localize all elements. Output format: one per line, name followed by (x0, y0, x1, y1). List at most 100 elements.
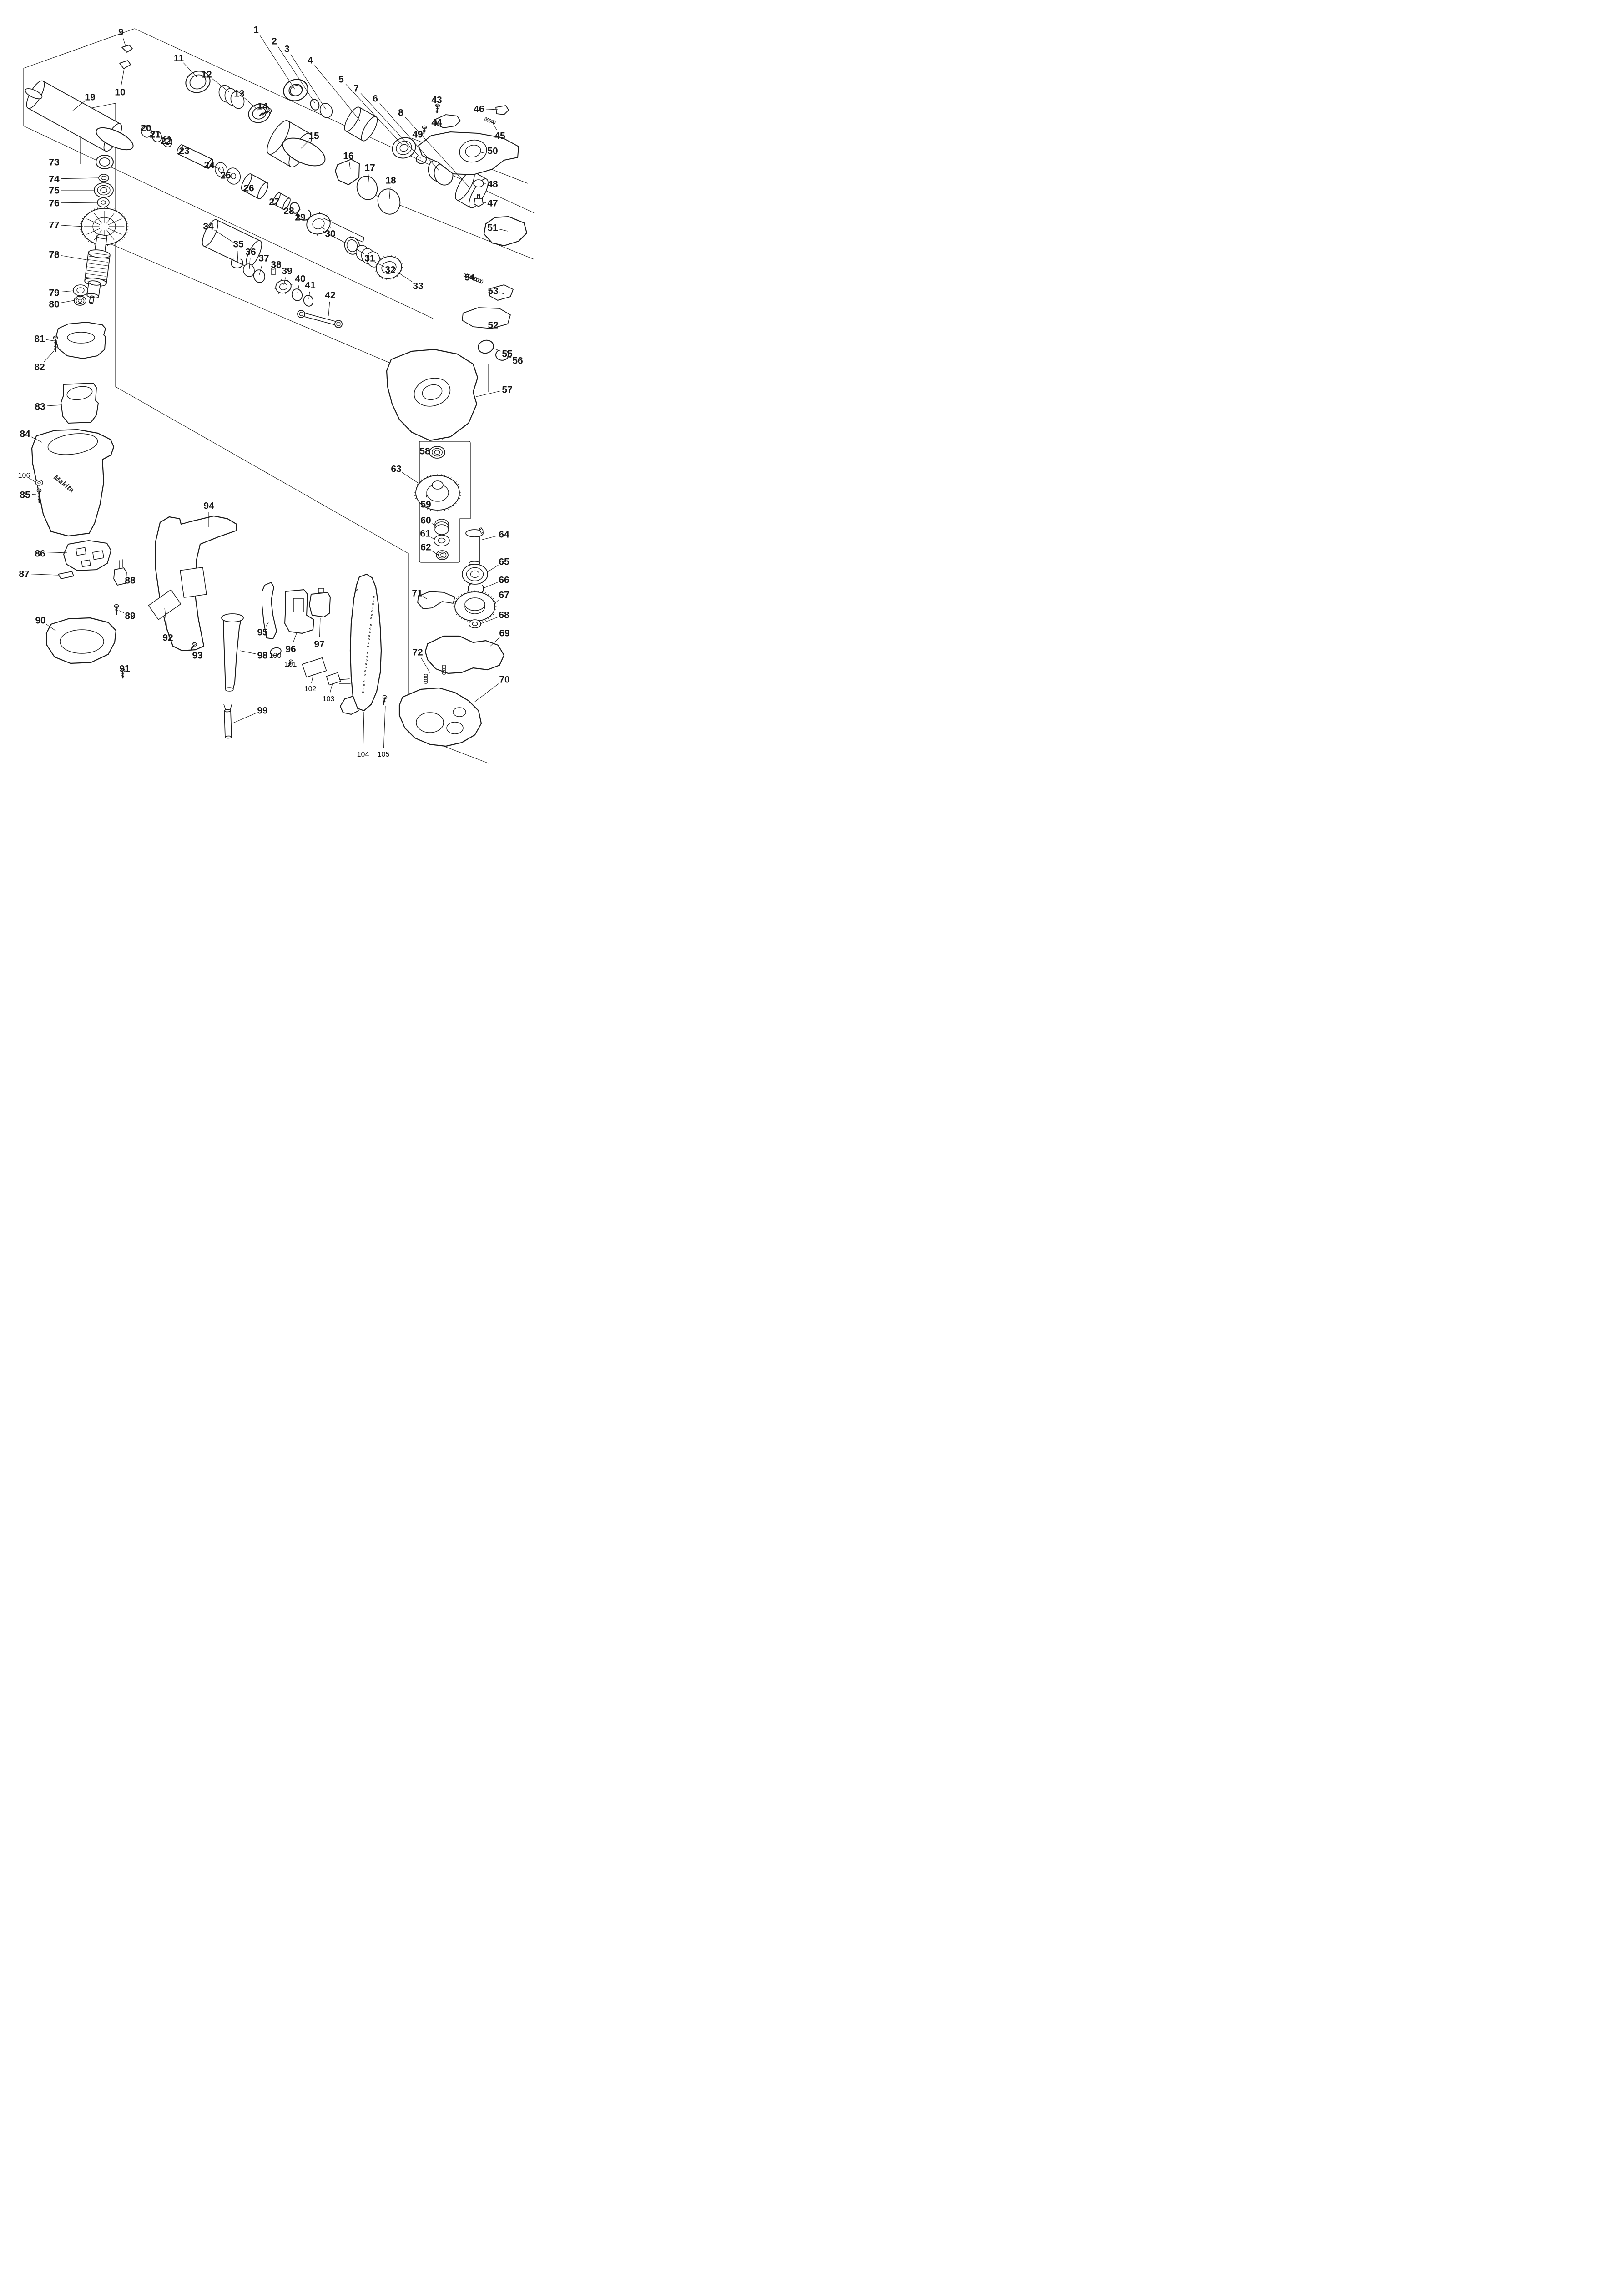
part-ellipse (299, 312, 303, 316)
part-number-label: 93 (192, 651, 202, 661)
part-outline (424, 635, 505, 674)
part-ellipse (424, 681, 428, 684)
leader-line (277, 46, 315, 103)
part-number-label: 24 (204, 160, 215, 171)
part-ellipse (89, 302, 93, 304)
part-ellipse (486, 118, 489, 122)
callout-106: 106 (18, 472, 36, 483)
part-number-label: 19 (85, 92, 95, 103)
part-number-label: 86 (35, 549, 45, 559)
leader-line (259, 264, 262, 275)
leader-line (266, 622, 269, 627)
part-number-label: 89 (125, 611, 135, 622)
part-ellipse (141, 125, 152, 138)
leader-line (183, 62, 197, 78)
part-ring (434, 535, 450, 546)
callout-39: 39 (282, 266, 293, 285)
part-ellipse (346, 239, 358, 252)
part-number-label: 47 (487, 198, 498, 209)
part-number-label: 106 (18, 472, 30, 480)
part-ellipse (241, 173, 252, 191)
callout-68: 68 (480, 610, 509, 624)
part-poly (63, 540, 111, 571)
callout-83: 83 (35, 402, 62, 412)
callout-104: 104 (357, 712, 369, 758)
part-ring (303, 295, 314, 307)
fold-line (23, 126, 434, 319)
part-number-label: 79 (49, 288, 59, 298)
part-number-label: 63 (391, 464, 401, 475)
part-number-label: 76 (49, 198, 59, 209)
part-ellipse (469, 178, 489, 208)
part-number-label: 29 (295, 212, 305, 223)
callout-73: 73 (49, 157, 96, 168)
fold-line (23, 28, 535, 213)
part-ring (465, 145, 481, 157)
part-bear (94, 182, 114, 198)
part-number-label: 50 (487, 146, 498, 157)
part-ellipse (252, 107, 267, 120)
part-bear (392, 137, 416, 159)
callout-99: 99 (232, 706, 268, 724)
part-ellipse (438, 551, 447, 559)
part-ellipse (473, 179, 484, 187)
callout-23: 23 (179, 146, 189, 157)
part-ellipse (189, 74, 207, 90)
part-number-label: 105 (378, 751, 390, 758)
part-number-label: 104 (357, 751, 369, 758)
part-ring (230, 91, 245, 109)
part-poly (262, 582, 277, 639)
part-number-label: 30 (325, 229, 335, 239)
callout-79: 79 (49, 288, 74, 298)
leader-line (389, 187, 391, 199)
part-lines (119, 559, 123, 568)
part-ring (446, 722, 464, 734)
callout-78: 78 (49, 250, 90, 261)
part-scr (259, 108, 272, 116)
part-number-label: 44 (431, 118, 442, 128)
part-poly (424, 635, 505, 674)
part-number-label: 96 (285, 644, 296, 655)
part-poly (340, 696, 359, 715)
part-gearw (274, 279, 293, 294)
part-poly (58, 571, 74, 579)
callout-84: 84 (20, 429, 42, 443)
part-ellipse (230, 91, 245, 109)
callout-98: 98 (239, 650, 268, 661)
callout-70: 70 (474, 675, 510, 702)
part-number-label: 74 (49, 174, 60, 185)
callout-18: 18 (385, 176, 396, 199)
part-ellipse (466, 567, 484, 581)
part-ellipse (453, 707, 466, 717)
leader-line (61, 300, 75, 303)
leader-line (290, 54, 326, 110)
leader-line (293, 633, 297, 643)
part-number-label: 21 (150, 130, 161, 140)
part-number-label: 34 (203, 222, 214, 232)
part-ellipse (474, 277, 477, 281)
part-ellipse (243, 263, 255, 277)
part-ellipse (469, 619, 481, 628)
part-lines (339, 678, 351, 684)
part-ellipse (96, 127, 134, 151)
part-ellipse (67, 332, 95, 344)
leader-line (374, 262, 384, 267)
leader-line (232, 713, 257, 724)
callout-12: 12 (201, 70, 229, 92)
part-rect (293, 598, 304, 612)
leader-line (267, 110, 271, 114)
part-ellipse (100, 187, 107, 193)
part-scr (382, 695, 388, 706)
callout-71: 71 (412, 588, 427, 599)
leader-line (244, 97, 258, 111)
part-outline (489, 284, 514, 301)
part-ellipse (484, 117, 487, 121)
leader-line (482, 536, 498, 540)
leader-line (492, 348, 501, 352)
leader-line (212, 78, 229, 92)
part-number-label: 23 (179, 146, 189, 157)
part-ellipse (446, 722, 464, 734)
part-ellipse (469, 275, 473, 280)
part-ring (162, 136, 173, 147)
part-ellipse (25, 88, 43, 99)
